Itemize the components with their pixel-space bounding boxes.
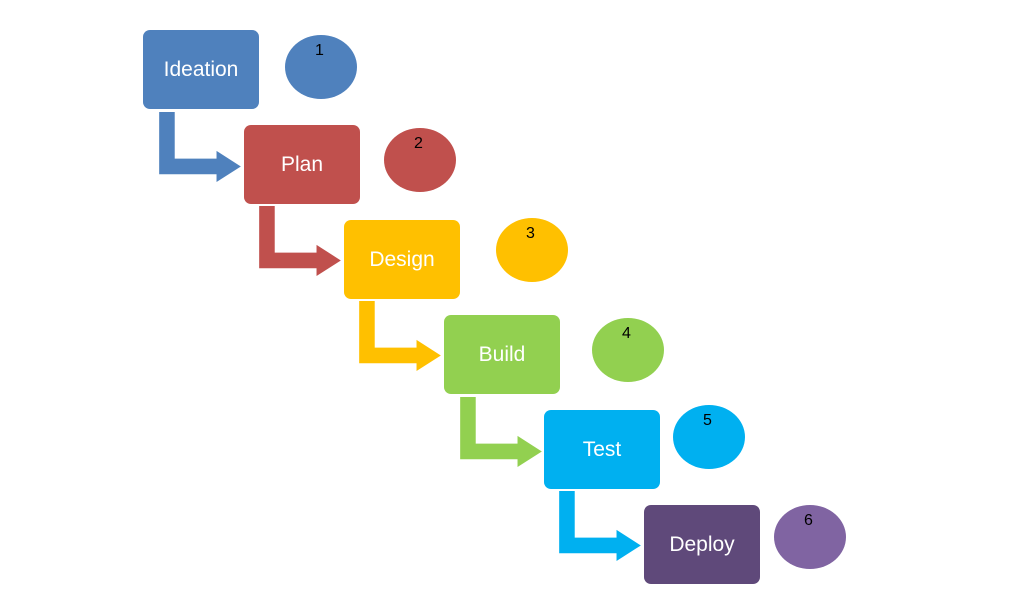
step-number-badge: 2 [384,128,456,192]
step-label: Plan [280,152,324,176]
connector-arrow [460,397,542,467]
connector-arrow [159,112,241,182]
step-number: 5 [703,412,712,429]
step-label: Deploy [669,532,735,556]
step-label: Ideation [163,57,239,81]
connector-arrow [559,491,641,561]
step-label: Test [582,437,622,461]
connector-arrow-shape [559,491,641,561]
step-box-build: Build [444,315,560,394]
step-number: 2 [414,135,423,152]
connector-arrow-shape [359,301,441,371]
connector-arrow-shape [159,112,241,182]
step-label: Build [478,342,526,366]
step-box-test: Test [544,410,660,489]
step-box-design: Design [344,220,460,299]
step-number: 4 [622,325,631,342]
step-number-badge: 6 [774,505,846,569]
connector-arrow [359,301,441,371]
step-number-badge: 4 [592,318,664,382]
connector-arrow [259,206,341,276]
step-box-plan: Plan [244,125,360,204]
step-number: 1 [315,42,324,59]
step-box-ideation: Ideation [143,30,259,109]
step-number-badge: 1 [285,35,357,99]
step-number-badge: 5 [673,405,745,469]
step-label: Design [369,247,435,271]
step-number: 3 [526,225,535,242]
connector-arrow-shape [259,206,341,276]
connector-arrow-shape [460,397,542,467]
step-box-deploy: Deploy [644,505,760,584]
step-number: 6 [804,512,813,529]
step-number-badge: 3 [496,218,568,282]
